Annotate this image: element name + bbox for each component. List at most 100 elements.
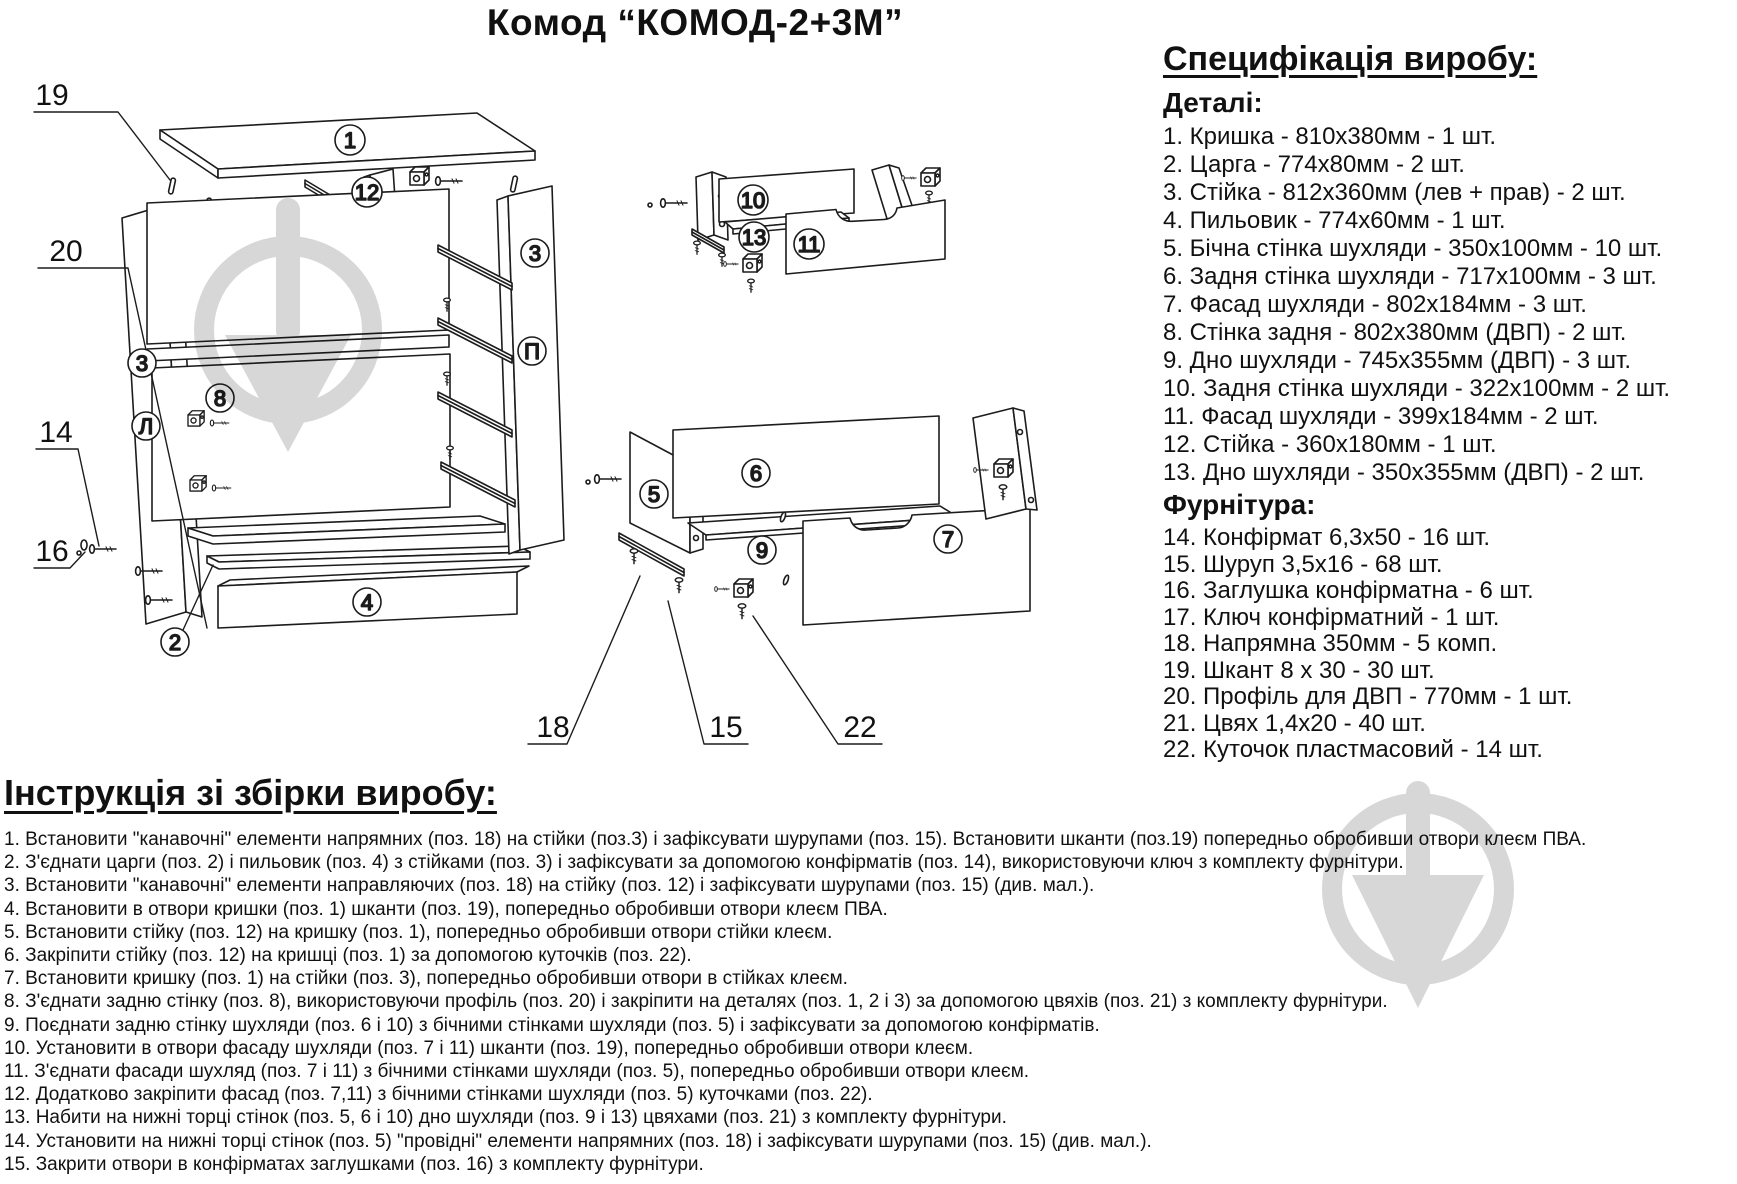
svg-text:7: 7	[942, 527, 954, 552]
callout-16: 16	[35, 535, 68, 568]
svg-text:11: 11	[798, 232, 821, 257]
spec-item: 16. Заглушка конфірматна - 6 шт.	[1163, 577, 1534, 604]
svg-text:П: П	[524, 339, 540, 364]
part-label-12: 12	[351, 176, 383, 208]
part-label-6: 6	[741, 458, 771, 488]
callout-20: 20	[49, 235, 82, 268]
part-label-2: 2	[160, 627, 190, 657]
instruction-step: 10. Установити в отвори фасаду шухляди (…	[4, 1037, 974, 1059]
callout-22: 22	[843, 711, 876, 744]
svg-text:5: 5	[648, 482, 660, 507]
small-drawer-group	[647, 164, 946, 293]
part-label-8: 8	[205, 383, 235, 413]
part-label-1: 1	[334, 124, 366, 156]
part-label-L: Л	[131, 411, 161, 441]
instructions-heading: Інструкція зі збірки виробу:	[4, 772, 497, 813]
svg-text:13: 13	[742, 225, 766, 250]
big-drawer-back-shape	[672, 415, 940, 519]
spec-item: 10. Задня стінка шухляди - 322х100мм - 2…	[1163, 375, 1671, 402]
instructions-steps: 1. Встановити "канавочні" елементи напря…	[4, 828, 1737, 1176]
part-label-3-right: 3	[520, 238, 550, 268]
callout-labels: 19 20 14 16 18 15 22	[35, 79, 876, 744]
instruction-step: 1. Встановити "канавочні" елементи напря…	[4, 829, 1587, 850]
spec-item: 1. Кришка - 810х380мм - 1 шт.	[1163, 123, 1497, 150]
part-label-10: 10	[737, 184, 769, 216]
instruction-step: 7. Встановити кришку (поз. 1) на стійки …	[4, 968, 848, 990]
big-drawer-slide-shape	[618, 532, 685, 577]
bottom-rails-shape	[187, 515, 531, 570]
spec-item: 19. Шкант 8 х 30 - 30 шт.	[1163, 656, 1435, 684]
instruction-step: 9. Поєднати задню стінку шухляди (поз. 6…	[4, 1014, 1100, 1036]
svg-text:8: 8	[214, 386, 226, 411]
spec-details-heading: Деталі:	[1163, 87, 1263, 118]
callout-14: 14	[39, 416, 72, 449]
specification-panel: Специфікація виробу: Деталі: 1. Кришка -…	[1163, 40, 1735, 764]
spec-item: 14. Конфірмат 6,3х50 - 16 шт.	[1163, 524, 1491, 551]
spec-item: 15. Шуруп 3,5х16 - 68 шт.	[1163, 550, 1443, 578]
callout-19: 19	[35, 79, 68, 112]
callout-15: 15	[709, 711, 742, 744]
big-drawer-group	[585, 407, 1038, 626]
spec-item: 8. Стінка задня - 802х380мм (ДВП) - 2 шт…	[1163, 319, 1627, 346]
big-drawer-facade-shape	[802, 507, 1031, 626]
spec-item: 18. Напрямна 350мм - 5 комп.	[1163, 630, 1498, 657]
svg-text:Л: Л	[139, 414, 153, 439]
part-label-P: П	[517, 336, 547, 366]
spec-heading: Специфікація виробу:	[1163, 40, 1538, 78]
instruction-step: 12. Додатково закріпити фасад (поз. 7,11…	[4, 1084, 873, 1106]
svg-text:3: 3	[136, 351, 148, 376]
spec-item: 11. Фасад шухляди - 399х184мм - 2 шт.	[1163, 403, 1599, 430]
spec-item: 17. Ключ конфірматний - 1 шт.	[1163, 603, 1500, 631]
spec-item: 20. Профіль для ДВП - 770мм - 1 шт.	[1163, 683, 1573, 710]
svg-text:10: 10	[741, 188, 765, 213]
svg-text:2: 2	[169, 630, 181, 655]
instruction-step: 3. Встановити "канавочні" елементи напра…	[4, 875, 1095, 897]
spec-hardware-heading: Фурнітура:	[1163, 489, 1316, 520]
assembly-diagram: 1 12 3 Л 3 П 8 2 4 10 13 11 5 6 9 7 19 2…	[33, 79, 1038, 745]
instruction-step: 2. З'єднати царги (поз. 2) і пильовик (п…	[4, 852, 1404, 874]
svg-text:6: 6	[750, 461, 762, 486]
part-label-13: 13	[738, 221, 770, 253]
spec-item: 4. Пильовик - 774х60мм - 1 шт.	[1163, 207, 1506, 234]
part-label-4: 4	[352, 587, 382, 617]
svg-text:1: 1	[344, 128, 356, 153]
svg-text:9: 9	[756, 538, 768, 563]
small-drawer-facade-shape	[785, 199, 946, 275]
back-panels-shape	[146, 188, 451, 522]
instruction-step: 11. З'єднати фасади шухляд (поз. 7 і 11)…	[4, 1061, 1030, 1083]
page-title: Комод “КОМОД-2+3М”	[486, 2, 904, 43]
part-label-9: 9	[747, 535, 777, 565]
spec-item: 2. Царга - 774х80мм - 2 шт.	[1163, 151, 1465, 178]
spec-item: 21. Цвях 1,4х20 - 40 шт.	[1163, 709, 1426, 737]
cap-plug-icon	[80, 539, 88, 551]
drawer-slides-shape	[437, 244, 516, 508]
svg-text:3: 3	[529, 241, 541, 266]
part-label-3-left: 3	[127, 348, 157, 378]
spec-item: 6. Задня стінка шухляди - 717х100мм - 3 …	[1163, 263, 1657, 290]
part-label-5: 5	[639, 479, 669, 509]
instruction-step: 8. З'єднати задню стінку (поз. 8), викор…	[4, 991, 1388, 1013]
leader-lines	[33, 111, 883, 745]
spec-item: 9. Дно шухляди - 745х355мм (ДВП) - 3 шт.	[1163, 347, 1632, 374]
spec-item: 7. Фасад шухляди - 802х184мм - 3 шт.	[1163, 291, 1587, 318]
instruction-step: 13. Набити на нижні торці стінок (поз. 5…	[4, 1107, 1007, 1129]
instruction-step: 14. Установити на нижні торці стінок (по…	[4, 1130, 1152, 1152]
svg-text:4: 4	[361, 590, 373, 615]
spec-item: 5. Бічна стінка шухляди - 350х100мм - 10…	[1163, 235, 1663, 262]
callout-18: 18	[536, 711, 569, 744]
spec-item: 22. Куточок пластмасовий - 14 шт.	[1163, 736, 1543, 763]
spec-item: 13. Дно шухляди - 350х355мм (ДВП) - 2 шт…	[1163, 459, 1645, 486]
part-label-7: 7	[933, 524, 963, 554]
svg-text:12: 12	[355, 180, 379, 205]
spec-item: 3. Стійка - 812х360мм (лев + прав) - 2 ш…	[1163, 179, 1626, 206]
spec-hardware-list: 14. Конфірмат 6,3х50 - 16 шт. 15. Шуруп …	[1163, 524, 1735, 764]
spec-details-list: 1. Кришка - 810х380мм - 1 шт. 2. Царга -…	[1163, 123, 1735, 487]
part-number-labels: 1 12 3 Л 3 П 8 2 4 10 13 11 5 6 9 7	[127, 124, 963, 657]
instruction-step: 6. Закріпити стійку (поз. 12) на кришці …	[4, 945, 692, 967]
part-label-11: 11	[793, 228, 825, 260]
instruction-step: 15. Закрити отвори в конфірматах заглушк…	[4, 1153, 704, 1175]
instructions-section: Інструкція зі збірки виробу: 1. Встанови…	[4, 772, 1737, 1176]
spec-item: 12. Стійка - 360х180мм - 1 шт.	[1163, 431, 1497, 458]
instruction-step: 5. Встановити стійку (поз. 12) на кришку…	[4, 921, 833, 943]
